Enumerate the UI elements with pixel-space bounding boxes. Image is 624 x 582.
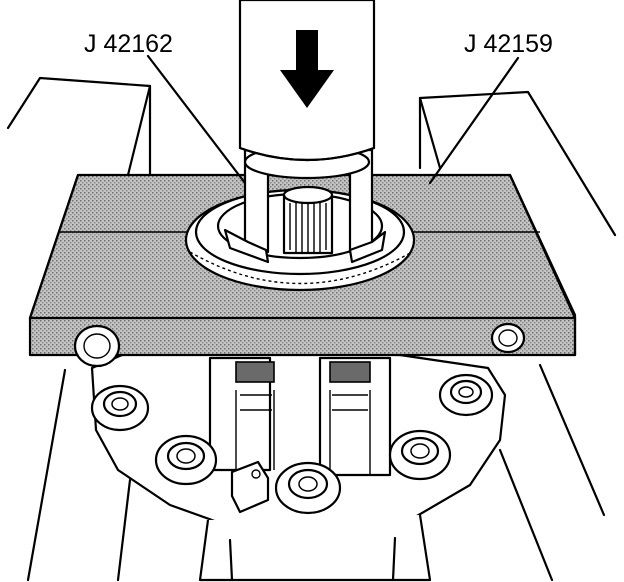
bolt-boss-4 (388, 429, 452, 481)
label-j42162: J 42162 (84, 30, 173, 58)
plate-pin-right (490, 322, 526, 354)
support-fixture-left (6, 76, 152, 582)
support-fixture-right (418, 90, 617, 582)
leader-line-j42159 (428, 56, 520, 185)
leader-line-j42162 (146, 54, 247, 185)
label-j42159: J 42159 (464, 30, 553, 58)
bolt-boss-3 (274, 461, 342, 515)
bolt-boss-1 (90, 384, 150, 432)
differential-case (90, 350, 507, 582)
plate-pin-left (73, 324, 121, 368)
bolt-boss-2 (154, 434, 218, 486)
axle-shaft-spline (282, 185, 334, 255)
arrow-down-icon (280, 30, 334, 108)
bolt-boss-5 (438, 373, 494, 417)
